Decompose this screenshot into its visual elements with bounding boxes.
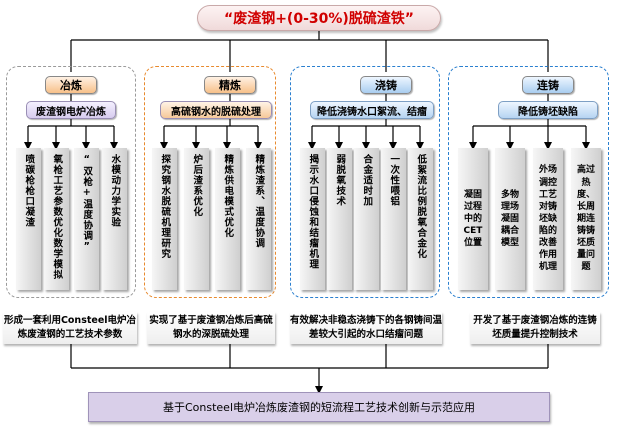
- subtitle-casting: 降低浇铸水口絮流、结瘤: [310, 101, 434, 119]
- item-casting-4: 一次性喂铝: [381, 148, 406, 290]
- final-outcome: 基于Consteel电炉冶炼废渣钢的短流程工艺技术创新与示范应用: [88, 392, 550, 422]
- item-smelting-2: 氧枪工艺参数优化数学模拟: [44, 148, 69, 290]
- tag-casting: 浇铸: [360, 76, 412, 94]
- item-smelting-4: 水模动力学实验: [102, 148, 127, 290]
- item-refining-1: 探究钢水脱硫机理研究: [152, 148, 177, 290]
- item-casting-2: 弱脱氧技术: [327, 148, 352, 290]
- item-smelting-1: 喷碳枪枪口凝渣: [16, 148, 41, 290]
- item-refining-2: 炉后渣系优化: [184, 148, 209, 290]
- panel-continuous-casting: [448, 66, 609, 298]
- tag-smelting: 冶炼: [45, 76, 97, 94]
- item-continuous-casting-3: 外场调控工艺对铸坯缺陷的改善作用机理: [533, 148, 563, 290]
- subtitle-continuous-casting: 降低铸坯缺陷: [498, 101, 598, 119]
- item-continuous-casting-2: 多物理场凝固耦合模型: [495, 148, 525, 290]
- item-smelting-3: “双枪+温度协调”: [74, 148, 99, 290]
- main-title: “废渣钢+(0-30%)脱硫渣铁”: [197, 5, 441, 31]
- panel-smelting: [6, 66, 136, 298]
- subtitle-smelting: 废渣钢电炉冶炼: [26, 101, 116, 119]
- result-continuous-casting: 开发了基于废渣钢冶炼的连铸坯质量提升控制技术: [470, 312, 600, 344]
- panel-refining: [144, 66, 276, 298]
- item-casting-1: 揭示水口侵蚀和结瘤机理: [300, 148, 325, 290]
- item-refining-3: 精炼供电模式优化: [215, 148, 240, 290]
- result-casting: 有效解决非稳态浇铸下的各钢铸间温差较大引起的水口结瘤问题: [290, 312, 442, 344]
- item-casting-5: 低絮流比例脱氧合金化: [408, 148, 433, 290]
- tag-refining: 精炼: [204, 76, 256, 94]
- item-refining-4: 精炼渣系、温度协调: [246, 148, 271, 290]
- item-continuous-casting-4: 高过热度、长周期连铸铸坯质量问题: [571, 148, 601, 290]
- item-continuous-casting-1: 凝固过程中的CET位置: [458, 148, 488, 290]
- tag-continuous-casting: 连铸: [522, 76, 574, 94]
- subtitle-refining: 高硫钢水的脱硫处理: [160, 101, 272, 119]
- result-refining: 实现了基于废渣钢冶炼后高硫钢水的深脱硫处理: [147, 312, 275, 344]
- result-smelting: 形成一套利用Consteel电炉冶炼废渣钢的工艺技术参数: [3, 312, 137, 344]
- item-casting-3: 合金适时加: [354, 148, 379, 290]
- panel-casting: [290, 66, 440, 298]
